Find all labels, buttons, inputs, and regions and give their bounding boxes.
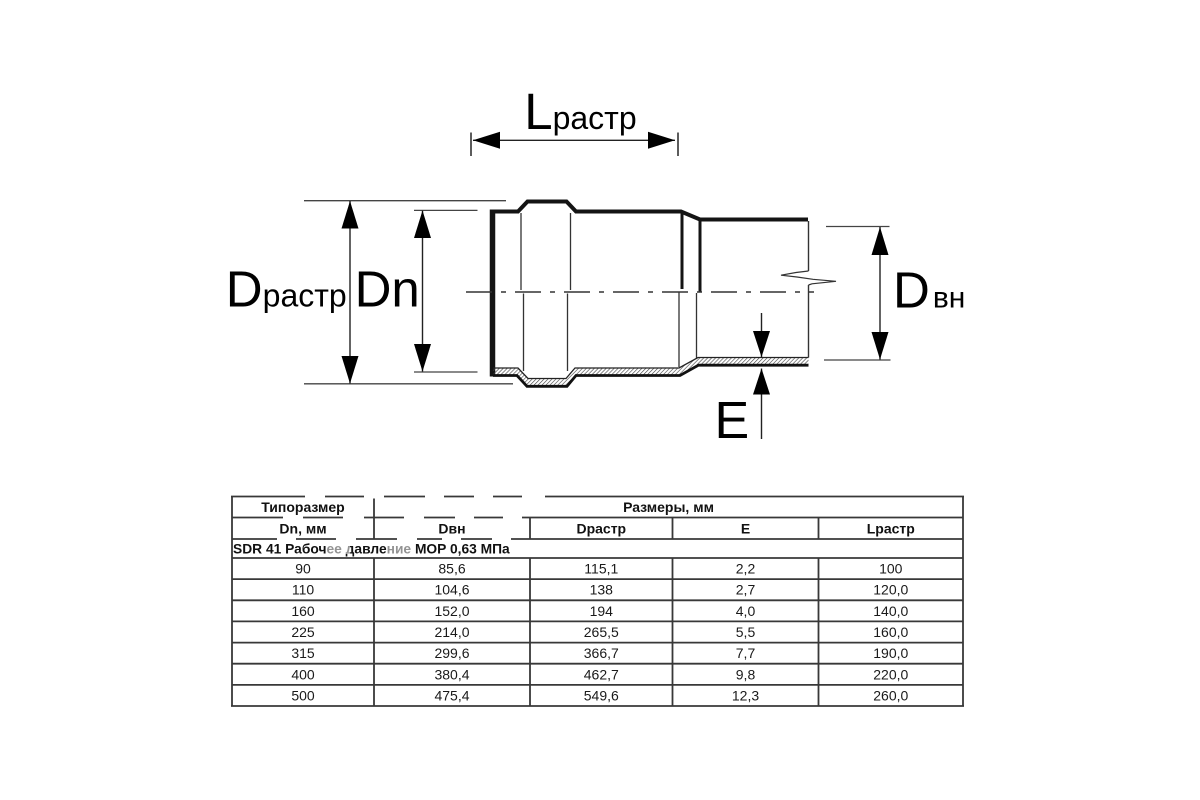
svg-text:E: E: [715, 392, 750, 450]
svg-text:265,5: 265,5: [584, 624, 619, 640]
svg-text:366,7: 366,7: [584, 645, 619, 661]
svg-text:160: 160: [291, 603, 315, 619]
svg-text:152,0: 152,0: [434, 603, 469, 619]
svg-text:5,5: 5,5: [736, 624, 756, 640]
svg-text:Lрастр: Lрастр: [867, 520, 915, 536]
svg-text:Dрастр: Dрастр: [226, 261, 347, 318]
svg-text:120,0: 120,0: [873, 582, 908, 598]
svg-text:138: 138: [590, 582, 614, 598]
svg-text:225: 225: [291, 624, 315, 640]
svg-text:220,0: 220,0: [873, 666, 908, 682]
svg-text:9,8: 9,8: [736, 666, 756, 682]
svg-text:4,0: 4,0: [736, 603, 756, 619]
svg-text:12,3: 12,3: [732, 688, 759, 704]
svg-text:549,6: 549,6: [584, 688, 619, 704]
svg-text:315: 315: [291, 645, 315, 661]
svg-text:500: 500: [291, 688, 315, 704]
svg-text:7,7: 7,7: [736, 645, 756, 661]
svg-text:104,6: 104,6: [434, 582, 469, 598]
svg-text:Dрастр: Dрастр: [576, 520, 626, 536]
svg-text:Lрастр: Lрастр: [524, 83, 636, 140]
svg-text:214,0: 214,0: [434, 624, 469, 640]
svg-text:100: 100: [879, 561, 903, 577]
svg-text:2,2: 2,2: [736, 561, 756, 577]
svg-text:110: 110: [292, 582, 315, 598]
svg-text:194: 194: [590, 603, 614, 619]
svg-text:Dвн: Dвн: [438, 520, 465, 536]
svg-text:Размеры, мм: Размеры, мм: [623, 499, 714, 515]
svg-text:85,6: 85,6: [438, 561, 465, 577]
svg-text:160,0: 160,0: [873, 624, 908, 640]
svg-text:SDR 41 Рабочее давление MOP 0,: SDR 41 Рабочее давление MOP 0,63 МПа: [233, 542, 510, 557]
svg-text:Dn, мм: Dn, мм: [279, 520, 326, 536]
svg-text:Dвн: Dвн: [893, 262, 965, 319]
svg-text:90: 90: [295, 561, 311, 577]
svg-text:380,4: 380,4: [434, 666, 469, 682]
svg-text:E: E: [741, 520, 750, 536]
svg-text:115,1: 115,1: [584, 561, 618, 577]
svg-text:260,0: 260,0: [873, 688, 908, 704]
svg-text:Dn: Dn: [355, 261, 420, 318]
svg-text:140,0: 140,0: [873, 603, 908, 619]
svg-text:475,4: 475,4: [434, 688, 469, 704]
svg-text:Типоразмер: Типоразмер: [261, 499, 344, 515]
svg-text:299,6: 299,6: [434, 645, 469, 661]
svg-text:400: 400: [291, 666, 315, 682]
svg-text:2,7: 2,7: [736, 582, 756, 598]
svg-text:190,0: 190,0: [873, 645, 908, 661]
svg-text:462,7: 462,7: [584, 666, 619, 682]
